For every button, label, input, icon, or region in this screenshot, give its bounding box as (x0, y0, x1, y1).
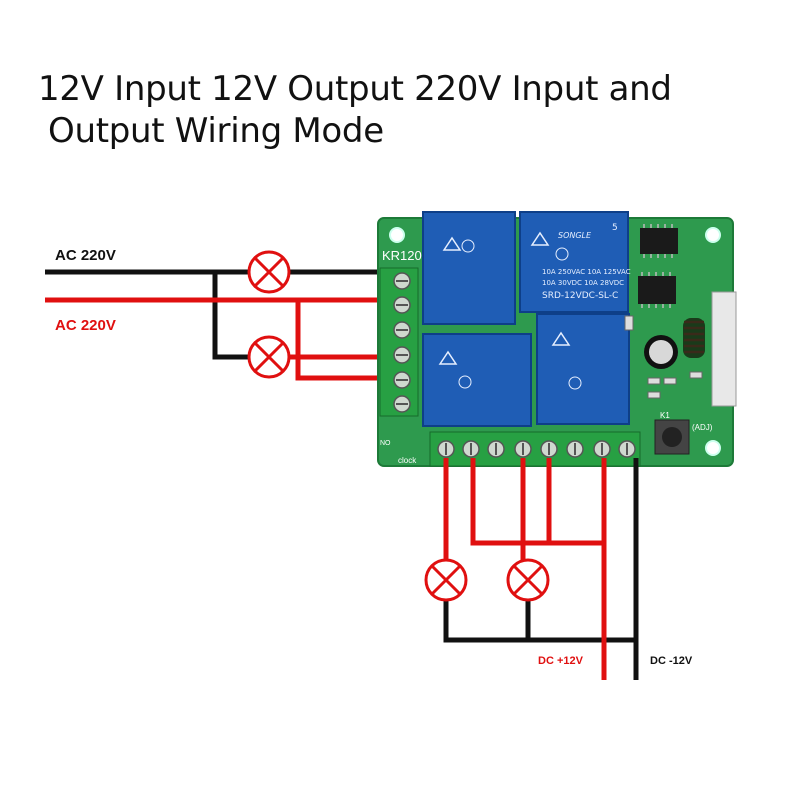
relay-1 (422, 211, 516, 325)
ac-lamp-2 (247, 335, 291, 379)
rf-coil (683, 318, 705, 358)
ic-pins (641, 224, 673, 308)
relay-rating-1: 10A 250VAC 10A 125VAC (542, 268, 631, 276)
title-line-2: Output Wiring Mode (48, 111, 384, 151)
label-ac-220v-bottom: AC 220V (55, 317, 116, 334)
relay-4 (536, 313, 630, 425)
ic-chip-1 (640, 228, 678, 254)
board-terminal-label-2: clock (398, 456, 417, 465)
label-ac-220v-top: AC 220V (55, 247, 116, 264)
dc-lamp-2 (506, 558, 550, 602)
adj-label: (ADJ) (692, 423, 713, 432)
learn-button (654, 419, 690, 455)
left-terminal-block (379, 267, 419, 417)
smd-components (624, 315, 703, 399)
board-terminal-label-1: NO (380, 440, 391, 447)
label-dc-minus-12v: DC -12V (650, 655, 693, 667)
relay-3 (422, 333, 532, 427)
dc-lamp-return-wire (443, 595, 636, 643)
button-label: K1 (660, 411, 670, 420)
relay-model-label: SRD-12VDC-SL-C (542, 291, 618, 301)
rf-module (711, 291, 737, 407)
ac-lamp-1 (247, 250, 291, 294)
capacitor (644, 335, 678, 369)
relay-2 (519, 211, 629, 313)
dc-common-wire-1 (470, 458, 604, 546)
relay-rating-2: 10A 30VDC 10A 28VDC (542, 279, 624, 287)
dc-lamp-1 (424, 558, 468, 602)
relay-number: 5 (612, 223, 618, 233)
bottom-terminal-block (429, 431, 641, 467)
board-model-label: KR120 (382, 248, 422, 263)
relay-board: SONGLE SRD-12VDC-SL-C 10A 250VAC 10A 125… (377, 211, 737, 467)
title-line-1: 12V Input 12V Output 220V Input and (38, 69, 672, 109)
ac-lamp-wire (290, 300, 385, 381)
relay-cert-marks (458, 239, 582, 390)
mount-hole (705, 440, 721, 456)
mount-hole (705, 227, 721, 243)
relay-brand-label: SONGLE (558, 231, 592, 240)
label-dc-plus-12v: DC +12V (538, 655, 584, 667)
ac-neutral-wire (45, 269, 385, 360)
ic-chip-2 (638, 276, 676, 304)
diagram-title: 12V Input 12V Output 220V Input and Outp… (38, 68, 778, 152)
relay-logos (438, 231, 571, 365)
mount-hole (389, 227, 405, 243)
dc-wiring (443, 458, 639, 680)
ac-wiring (45, 269, 385, 381)
